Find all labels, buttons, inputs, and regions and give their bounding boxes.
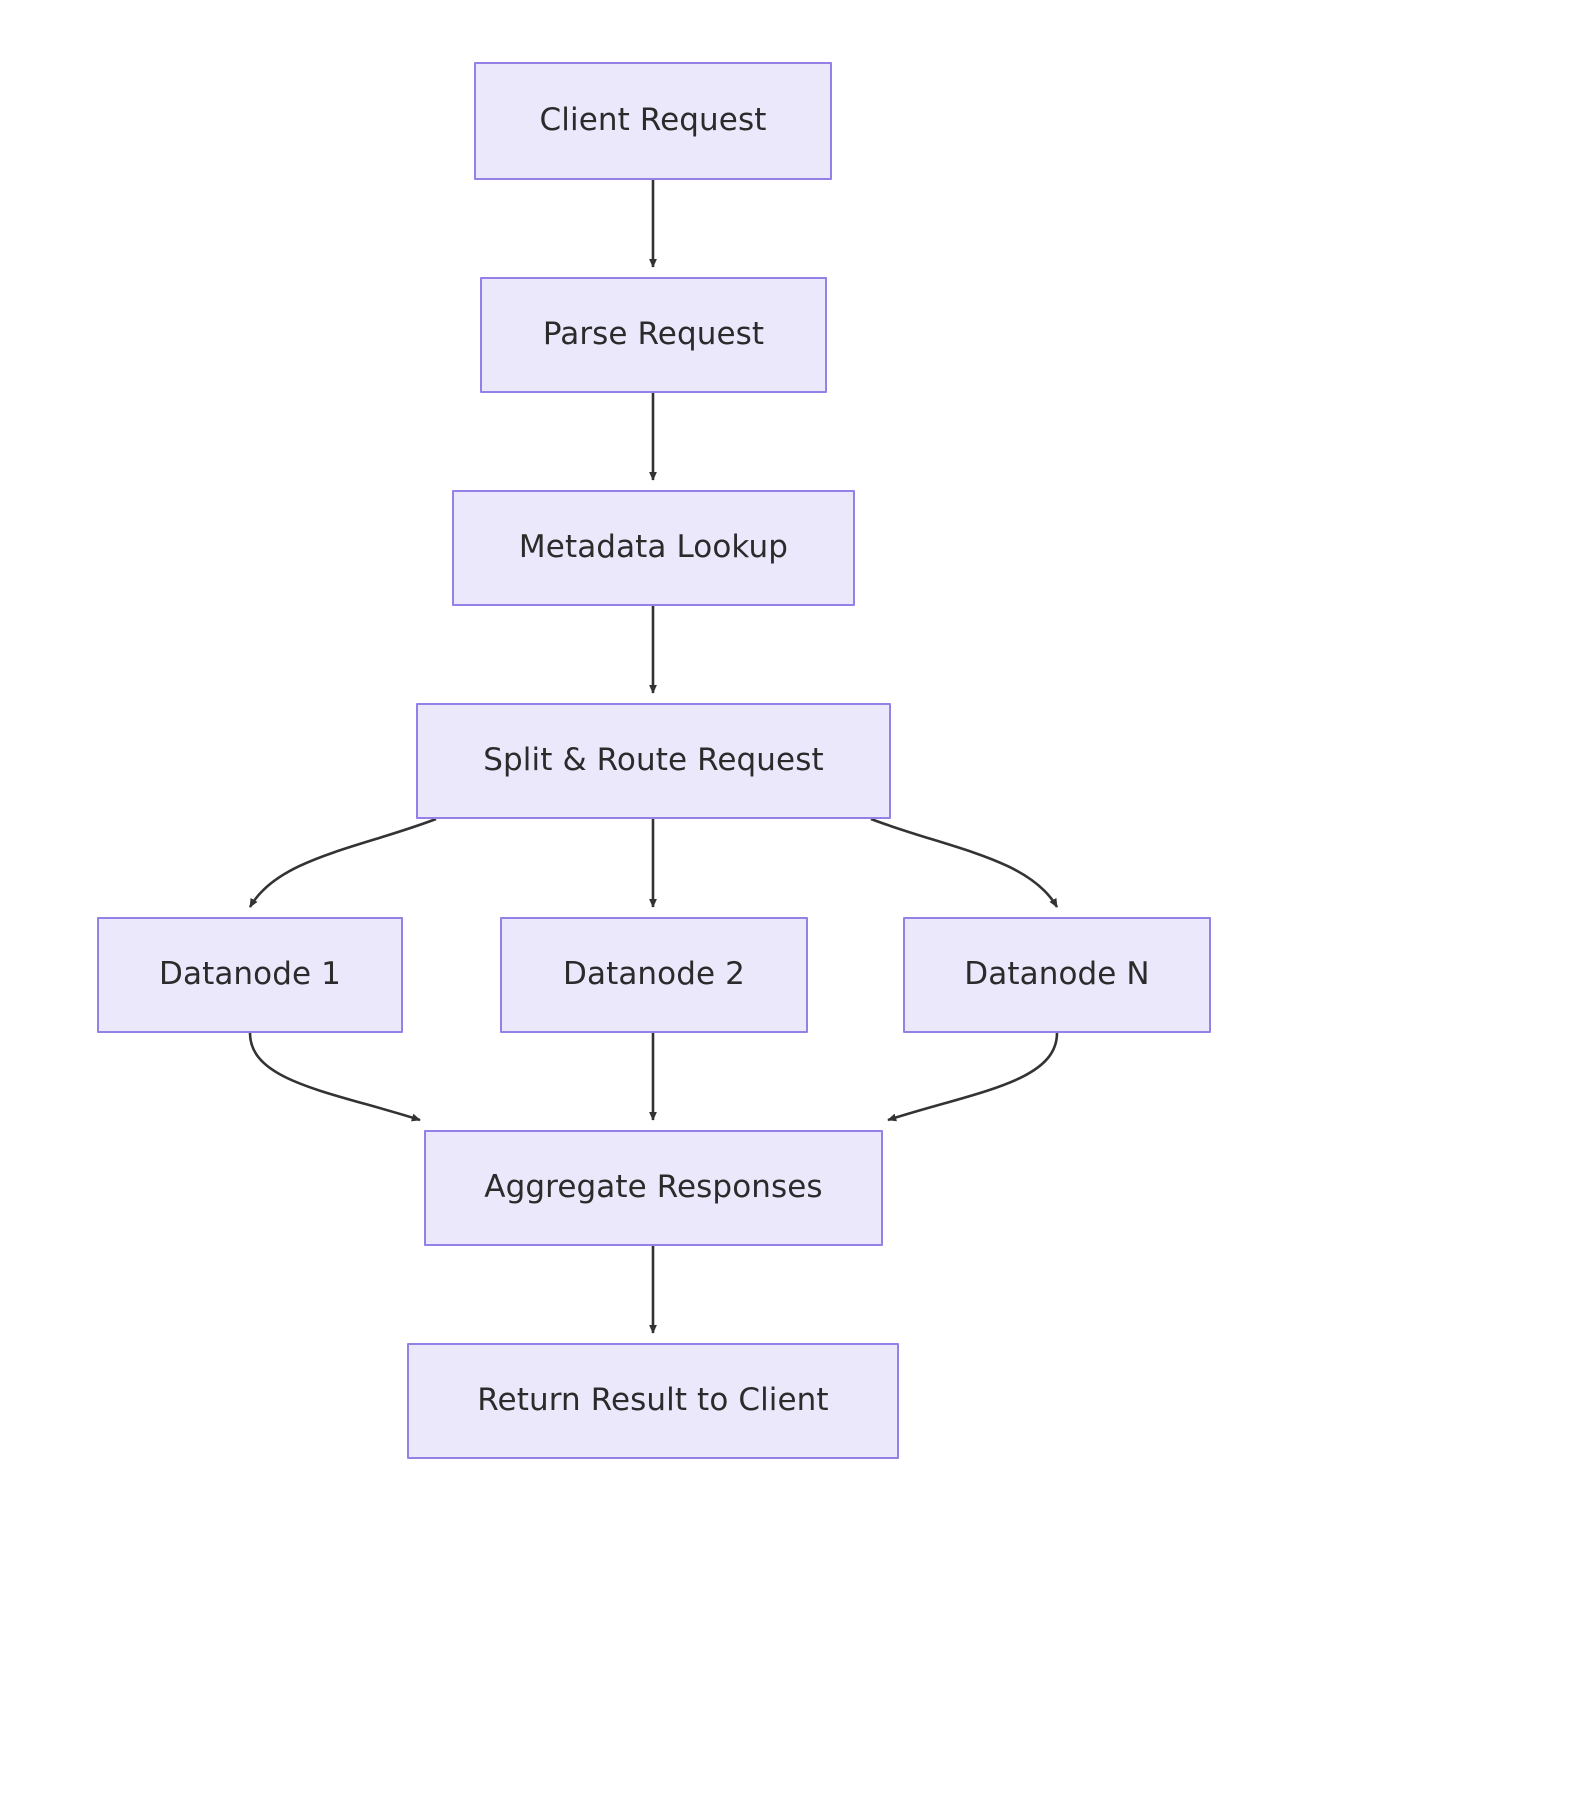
node-datanode-1[interactable]: Datanode 1 xyxy=(97,917,403,1033)
node-aggregate-responses[interactable]: Aggregate Responses xyxy=(424,1130,883,1246)
node-datanode-n[interactable]: Datanode N xyxy=(903,917,1211,1033)
edge-datanode-n-to-aggregate-responses xyxy=(887,1032,1059,1122)
node-datanode-2[interactable]: Datanode 2 xyxy=(500,917,808,1033)
node-split-route-request-label: Split & Route Request xyxy=(483,742,824,779)
node-metadata-lookup-label: Metadata Lookup xyxy=(518,529,789,566)
edge-split-route-request-to-datanode-1 xyxy=(248,817,437,908)
node-aggregate-responses-label: Aggregate Responses xyxy=(484,1169,823,1206)
node-metadata-lookup[interactable]: Metadata Lookup xyxy=(452,490,855,606)
node-return-result[interactable]: Return Result to Client xyxy=(407,1343,899,1459)
node-client-request[interactable]: Client Request xyxy=(474,62,832,180)
node-client-request-label: Client Request xyxy=(539,102,767,139)
edge-split-route-request-to-datanode-n xyxy=(870,817,1059,908)
node-datanode-2-label: Datanode 2 xyxy=(563,956,745,993)
node-return-result-label: Return Result to Client xyxy=(477,1382,829,1419)
node-parse-request-label: Parse Request xyxy=(542,316,765,353)
node-datanode-n-label: Datanode N xyxy=(964,956,1150,993)
node-parse-request[interactable]: Parse Request xyxy=(480,277,827,393)
edge-datanode-1-to-aggregate-responses xyxy=(248,1032,421,1122)
node-datanode-1-label: Datanode 1 xyxy=(159,956,341,993)
node-split-route-request[interactable]: Split & Route Request xyxy=(416,703,891,819)
